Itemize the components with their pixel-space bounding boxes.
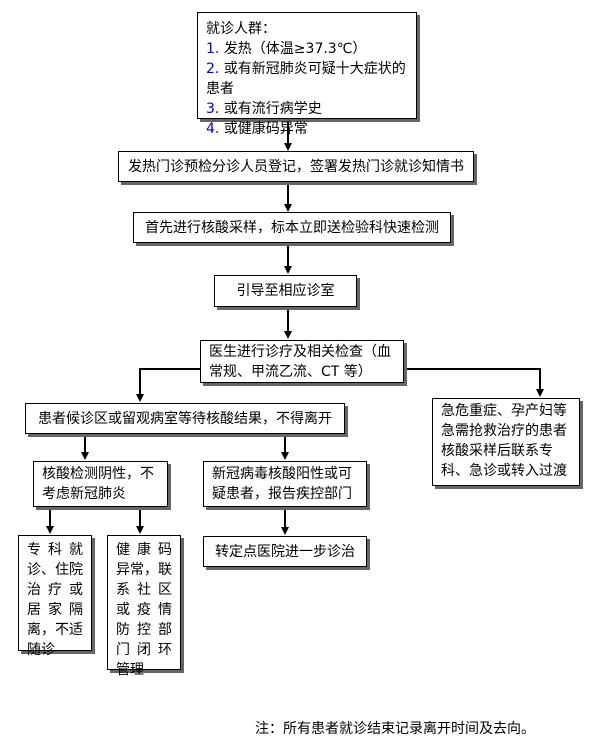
specialist-line5: 离，不适: [27, 622, 83, 638]
specialist-line2: 诊、住院: [27, 562, 83, 578]
criteria-item-2: 2. 或有新冠肺炎可疑十大症状的患者: [206, 61, 406, 97]
patient-group-title: 就诊人群：: [206, 21, 276, 37]
guide-to-room-text: 引导至相应诊室: [236, 283, 335, 299]
nucleic-sampling-text: 首先进行核酸采样，标本立即送检验科快速检测: [145, 219, 439, 236]
criteria-item-3: 3. 或有流行病学史: [206, 101, 322, 117]
waiting-area-text: 患者候诊区或留观病室等待核酸结果，不得离开: [38, 410, 332, 427]
doctor-examination-line1: 医生进行诊疗及相关检查（血: [209, 344, 391, 360]
health-code-line4: 或疫情: [116, 602, 172, 618]
positive-result-box: 新冠病毒核酸阳性或可 疑患者，报告疾控部门: [203, 461, 367, 507]
emergency-line4: 科、急诊或转入过渡: [441, 463, 567, 479]
health-code-box: 健康码 异常，联 系社区 或疫情 防控部 门闭环 管理: [107, 535, 181, 678]
positive-result-line2: 疑患者，报告疾控部门: [212, 486, 352, 502]
waiting-area-box: 患者候诊区或留观病室等待核酸结果，不得离开: [25, 403, 345, 434]
designated-hospital-text: 转定点医院进一步诊治: [215, 543, 355, 560]
positive-result-line1: 新冠病毒核酸阳性或可: [212, 466, 352, 482]
patient-group-box: 就诊人群： 1. 发热（体温≥37.3℃） 2. 或有新冠肺炎可疑十大症状的患者…: [197, 12, 417, 137]
health-code-line1: 健康码: [116, 542, 172, 558]
health-code-line2: 异常，联: [116, 562, 172, 578]
guide-to-room-box: 引导至相应诊室: [214, 275, 357, 307]
health-code-line3: 系社区: [116, 582, 172, 598]
emergency-line3: 核酸采样后联系专: [441, 443, 553, 459]
negative-result-box: 核酸检测阴性，不 考虑新冠肺炎: [33, 461, 168, 507]
specialist-line6: 随诊: [27, 642, 55, 658]
specialist-line3: 治疗或: [27, 582, 83, 598]
triage-registration-box: 发热门诊预检分诊人员登记，签署发热门诊就诊知情书: [118, 151, 474, 182]
negative-result-line1: 核酸检测阴性，不: [42, 466, 154, 482]
emergency-box: 急危重症、孕产妇等 急需抢救治疗的患者 核酸采样后联系专 科、急诊或转入过渡: [432, 398, 580, 486]
specialist-followup-box: 专科就 诊、住院 治疗或 居家隔 离，不适 随诊: [18, 535, 92, 658]
health-code-line5: 防控部: [116, 622, 172, 638]
designated-hospital-box: 转定点医院进一步诊治: [203, 536, 367, 567]
doctor-examination-box: 医生进行诊疗及相关检查（血 常规、甲流乙流、CT 等）: [200, 340, 404, 383]
footer-note: 注：所有患者就诊结束记录离开时间及去向。: [255, 721, 535, 737]
arrow-5-6: [136, 368, 200, 402]
health-code-line6: 门闭环: [116, 642, 172, 658]
specialist-line4: 居家隔: [27, 602, 83, 618]
nucleic-sampling-box: 首先进行核酸采样，标本立即送检验科快速检测: [133, 212, 451, 243]
arrow-5-7: [404, 368, 544, 397]
emergency-line1: 急危重症、孕产妇等: [441, 403, 567, 419]
negative-result-line2: 考虑新冠肺炎: [42, 486, 126, 502]
criteria-item-1: 1. 发热（体温≥37.3℃）: [206, 41, 367, 57]
health-code-line7: 管理: [116, 662, 144, 678]
criteria-item-4: 4. 或健康码异常: [206, 121, 308, 137]
specialist-line1: 专科就: [27, 542, 83, 558]
emergency-line2: 急需抢救治疗的患者: [441, 423, 567, 439]
doctor-examination-line2: 常规、甲流乙流、CT 等）: [209, 364, 372, 380]
triage-registration-text: 发热门诊预检分诊人员登记，签署发热门诊就诊知情书: [128, 158, 464, 175]
